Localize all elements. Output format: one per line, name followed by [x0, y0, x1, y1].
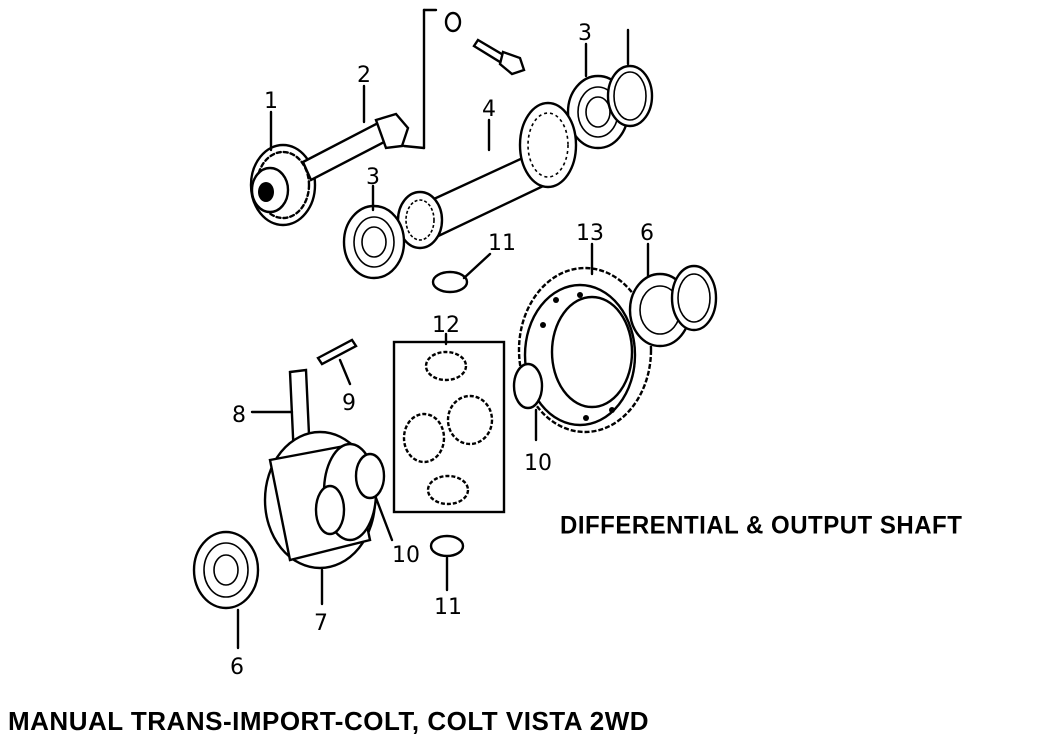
leader-9: [338, 358, 352, 386]
callout-11-upper: 11: [488, 231, 516, 256]
part-11-washer-lower: [429, 534, 465, 558]
callout-10-lower: 10: [392, 543, 420, 568]
part-12-pinion-set: [392, 340, 506, 514]
leader-10b: [374, 496, 394, 542]
callout-3-lower: 3: [366, 165, 380, 190]
part-6-bearing-upper: [628, 264, 718, 348]
callout-7: 7: [314, 611, 328, 636]
callout-4: 4: [482, 97, 496, 122]
callout-13: 13: [576, 221, 604, 246]
part-1-gear: [249, 143, 317, 227]
part-2-pin: [301, 8, 438, 182]
section-title: DIFFERENTIAL & OUTPUT SHAFT: [560, 511, 963, 540]
footer-title: MANUAL TRANS-IMPORT-COLT, COLT VISTA 2WD: [8, 706, 650, 736]
part-7-diff-case: [263, 430, 378, 570]
callout-6-lower: 6: [230, 655, 244, 680]
callout-8: 8: [232, 403, 246, 428]
bolt: [472, 38, 526, 76]
part-3-bearing-lower: [342, 204, 406, 280]
callout-12: 12: [432, 313, 460, 338]
part-4-output-shaft: [396, 101, 578, 250]
small-washer: [444, 11, 462, 33]
callout-6-upper: 6: [640, 221, 654, 246]
part-6-bearing-lower: [192, 530, 260, 610]
callout-9: 9: [342, 391, 356, 416]
leader-11a: [462, 252, 492, 280]
snap-ring-upper: [606, 64, 654, 128]
callout-11-lower: 11: [434, 595, 462, 620]
part-10-shim-lower: [354, 452, 386, 500]
callout-2: 2: [357, 63, 371, 88]
part-11-washer-upper: [431, 270, 469, 294]
callout-3-upper: 3: [578, 21, 592, 46]
callout-1: 1: [264, 89, 278, 114]
part-13-ring-gear: [517, 266, 653, 434]
callout-10-upper: 10: [524, 451, 552, 476]
part-9-pin: [316, 338, 358, 366]
part-10-shim-upper: [512, 362, 544, 410]
